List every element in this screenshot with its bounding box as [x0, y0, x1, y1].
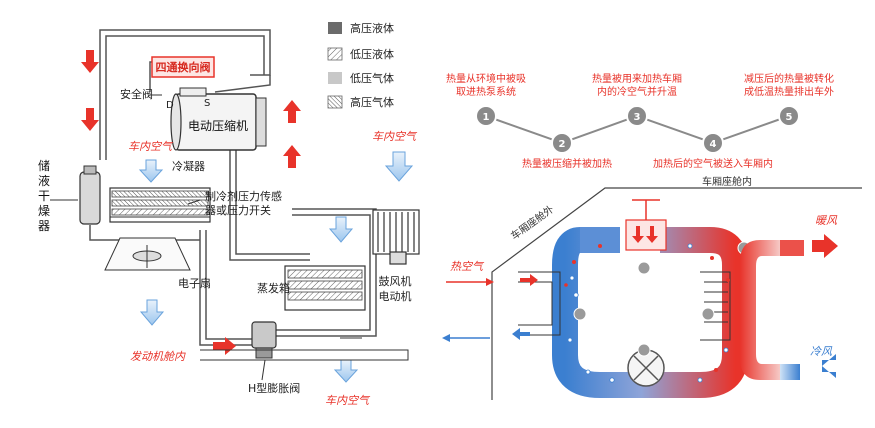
cabin-air-arrow-mid	[328, 216, 354, 243]
port-s-label: S	[204, 98, 210, 109]
legend-swatch-1	[328, 22, 342, 34]
step-4-text: 加热后的空气被送入车厢内	[653, 157, 773, 170]
port-d-label: D	[166, 100, 174, 111]
step-1-num: 1	[483, 112, 490, 123]
svg-text:液: 液	[38, 173, 50, 188]
legend-label-4: 高压气体	[350, 95, 394, 109]
warm-duct	[740, 240, 780, 380]
expansion-valve	[251, 321, 277, 359]
step-5-text-2: 成低温热量排出车外	[744, 85, 834, 98]
step-5-num: 5	[786, 112, 793, 123]
step-5-text-1: 减压后的热量被转化	[744, 72, 834, 85]
evaporator-label: 蒸发箱	[257, 281, 290, 295]
sensor-label-1: 制冷剂压力传感	[205, 189, 282, 203]
svg-text:器: 器	[38, 219, 50, 233]
legend-label-2: 低压液体	[350, 47, 394, 61]
evaporator	[284, 265, 366, 311]
compressor-box	[625, 199, 667, 251]
step-2-text: 热量被压缩并被加热	[522, 157, 612, 170]
refrigerant-pipe	[89, 29, 377, 346]
blower-label-1: 鼓风机	[379, 274, 412, 288]
step-circles	[475, 105, 800, 154]
expansion-valve-icon	[627, 349, 665, 387]
blower-label-2: 电动机	[379, 289, 412, 303]
electric-fan	[104, 237, 191, 271]
legend: 高压液体 低压液体 低压气体 高压气体	[327, 21, 394, 109]
cabin-air-right-label: 车内空气	[372, 130, 418, 143]
cabin-boundary	[491, 187, 862, 400]
heat-exchanger-loop	[552, 227, 748, 398]
heat-pump-process: 1 2 3 4 5 热量从环境中被吸 取进热泵系统 热量被压缩并被加热 热量被用…	[442, 72, 862, 400]
step-3-text-1: 热量被用来加热车厢	[592, 72, 682, 85]
cabin-air-arrow-right	[384, 151, 414, 182]
cabin-air-bottom-label: 车内空气	[325, 394, 371, 407]
step-3-text-2: 内的冷空气并升温	[597, 85, 677, 98]
fan-label: 电子扇	[178, 276, 211, 290]
engine-bay-label: 发动机舱内	[130, 350, 186, 363]
cabin-air-top-label: 车内空气	[128, 140, 174, 153]
legend-label-3: 低压气体	[350, 71, 394, 85]
warm-wind-label: 暖风	[815, 214, 838, 227]
red-flow-arrows-left	[81, 50, 301, 355]
cold-wind-label: 冷风	[810, 345, 833, 358]
refrigeration-schematic: 四通换向阀 安全阀 D S 电动压缩机 车内空气 冷凝器	[38, 21, 420, 407]
refrigerant-dots-red	[564, 244, 730, 372]
svg-text:燥: 燥	[38, 204, 50, 218]
legend-label-1: 高压液体	[350, 21, 394, 35]
sensor-label-2: 器或压力开关	[205, 203, 271, 217]
step-3-num: 3	[634, 112, 641, 123]
legend-swatch-2	[327, 47, 343, 61]
expansion-valve-label: H型膨胀阀	[248, 381, 300, 395]
right-coil	[700, 271, 731, 341]
condenser	[109, 187, 211, 223]
warm-wind-arrow	[812, 234, 838, 258]
compressor: D S 电动压缩机	[166, 87, 267, 151]
svg-text:储: 储	[38, 158, 50, 173]
receiver-drier-label: 储 液 干 燥 器	[38, 158, 50, 233]
four-way-valve-label: 四通换向阀	[156, 60, 211, 74]
condenser-label: 冷凝器	[172, 159, 205, 173]
legend-swatch-4	[327, 95, 343, 109]
receiver-drier	[79, 165, 101, 225]
svg-text:干: 干	[38, 189, 50, 203]
step-4-num: 4	[710, 139, 717, 150]
cold-wind-arrow	[822, 354, 836, 378]
safety-valve-label: 安全阀	[120, 87, 153, 101]
step-2-num: 2	[559, 139, 566, 150]
hot-air-label: 热空气	[450, 260, 485, 273]
outside-label: 车厢座舱外	[508, 203, 556, 243]
step-1-text-2: 取进热泵系统	[456, 85, 516, 98]
cabin-air-arrow-bottom	[333, 359, 359, 383]
blower-motor	[372, 209, 420, 265]
four-way-valve-box	[151, 56, 215, 78]
refrigerant-bubbles	[567, 243, 729, 383]
air-down-arrow	[138, 159, 164, 183]
inside-label: 车厢座舱内	[702, 175, 752, 188]
engine-air-arrow	[139, 299, 165, 326]
legend-swatch-3	[328, 72, 342, 84]
compressor-label: 电动压缩机	[188, 118, 248, 133]
step-1-text-1: 热量从环境中被吸	[446, 72, 526, 85]
